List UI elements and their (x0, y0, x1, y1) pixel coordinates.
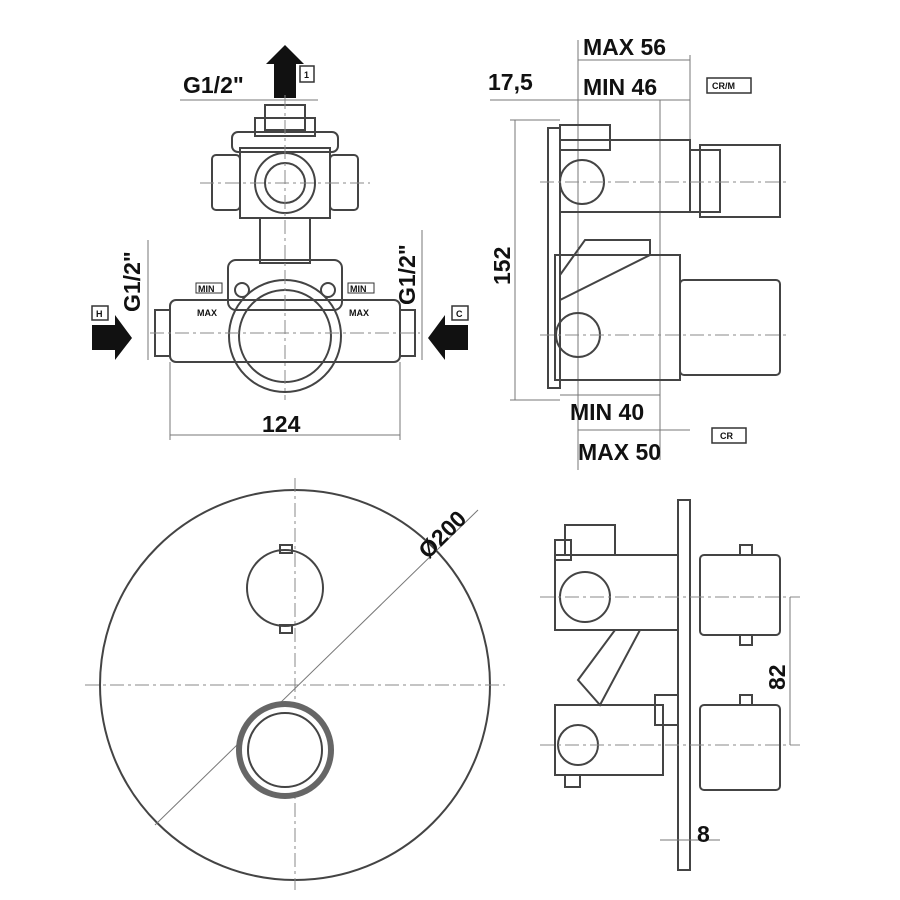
offset-dimension: 17,5 (488, 69, 533, 95)
min-label-right: MIN (350, 284, 367, 294)
width-dimension: 124 (262, 411, 301, 437)
spacing-dimension: 82 (764, 664, 790, 690)
height-dimension: 152 (489, 247, 515, 285)
tag-cr: CR (720, 431, 733, 441)
left-thread-label: G1/2" (119, 251, 145, 312)
diameter-dimension: Ø200 (413, 505, 471, 563)
min-depth-bottom: MIN 40 (570, 399, 644, 425)
cover-plate-side-view: 82 8 (540, 499, 800, 871)
outlet-thread-label: G1/2" (183, 72, 244, 98)
outlet-arrow-icon (266, 45, 304, 98)
valve-front-view: G1/2" 1 MIN MAX MIN MAX G1/2" (91, 45, 469, 440)
outlet-tag: 1 (304, 70, 309, 80)
hot-tag: H (96, 309, 103, 319)
min-label-left: MIN (198, 284, 215, 294)
max-depth-bottom: MAX 50 (578, 439, 661, 465)
thickness-dimension: 8 (697, 821, 710, 847)
max-depth-top: MAX 56 (583, 34, 666, 60)
cold-inlet-arrow-icon (428, 315, 468, 360)
max-label-left: MAX (197, 308, 217, 318)
max-label-right: MAX (349, 308, 369, 318)
valve-side-view: MAX 56 MIN 46 17,5 CR/M 152 MIN 40 MAX 5… (488, 34, 790, 470)
right-thread-label: G1/2" (394, 244, 420, 305)
cold-tag: C (456, 309, 463, 319)
cover-plate-front-view: Ø200 (85, 478, 505, 890)
tag-crm: CR/M (712, 81, 735, 91)
min-depth-top: MIN 46 (583, 74, 657, 100)
hot-inlet-arrow-icon (92, 315, 132, 360)
